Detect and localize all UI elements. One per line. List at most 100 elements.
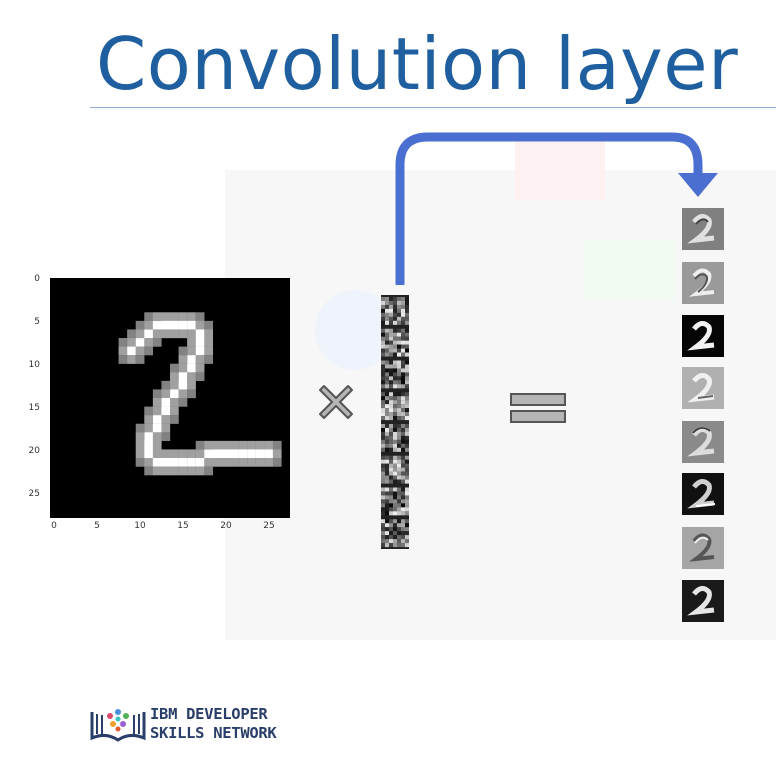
kernel-pixel <box>381 479 386 484</box>
kernel-pixel <box>401 408 406 413</box>
kernel-pixel <box>393 503 398 508</box>
kernel-pixel <box>393 507 398 512</box>
kernel-pixel <box>393 535 398 540</box>
kernel-pixel <box>389 423 394 429</box>
digit-pixel <box>187 312 196 322</box>
kernel-pixel <box>405 364 409 369</box>
kernel-pixel <box>393 487 398 492</box>
kernel-pixel <box>389 332 394 337</box>
kernel-pixel <box>401 447 406 452</box>
digit-pixel <box>204 346 214 356</box>
digit-pixel <box>187 466 196 476</box>
kernel-pixel <box>401 400 406 405</box>
digit-pixel <box>118 355 128 364</box>
kernel-pixel <box>401 300 406 306</box>
kernel-pixel <box>401 511 406 516</box>
kernel-pixel <box>405 539 409 544</box>
kernel-pixel <box>405 360 409 365</box>
kernel-pixel <box>389 487 394 492</box>
kernel-pixel <box>393 332 398 337</box>
kernel-pixel <box>389 316 394 321</box>
digit-pixel <box>127 346 136 356</box>
kernel-pixel <box>405 344 409 349</box>
kernel-pixel <box>393 364 398 369</box>
kernel-pixel <box>401 352 406 357</box>
kernel-pixel <box>397 431 402 436</box>
digit-pixel <box>127 355 136 364</box>
kernel-pixel <box>381 340 386 345</box>
kernel-pixel <box>389 459 394 464</box>
digit-pixel <box>178 329 188 339</box>
kernel-pixel <box>397 519 402 524</box>
kernel-pixel <box>381 495 386 500</box>
kernel-pixel <box>389 372 394 377</box>
kernel-pixel <box>389 427 394 433</box>
kernel-pixel <box>401 340 406 345</box>
kernel-pixel <box>397 539 402 544</box>
digit-pixel <box>178 466 188 476</box>
kernel-pixel <box>401 308 406 313</box>
kernel-pixel <box>397 336 402 341</box>
kernel-pixel <box>405 316 409 321</box>
digit-pixel <box>195 329 205 339</box>
kernel-pixel <box>381 304 386 309</box>
kernel-pixel <box>405 503 409 508</box>
kernel-pixel <box>389 479 394 484</box>
digit-pixel <box>187 449 196 459</box>
kernel-pixel <box>381 503 386 508</box>
kernel-pixel <box>385 316 390 321</box>
digit-pixel <box>204 338 214 347</box>
kernel-pixel <box>393 416 398 421</box>
kernel-pixel <box>397 543 402 548</box>
kernel-pixel <box>385 336 390 341</box>
kernel-pixel <box>397 455 402 460</box>
kernel-pixel <box>381 372 386 377</box>
digit-pixel <box>170 320 179 330</box>
digit-pixel <box>178 355 188 364</box>
y-tick-label: 5 <box>34 317 40 327</box>
kernel-pixel <box>385 523 390 528</box>
digit-pixel <box>195 338 205 347</box>
digit-pixel <box>161 458 171 467</box>
kernel-pixel <box>397 348 402 353</box>
kernel-pixel <box>381 423 386 429</box>
kernel-pixel <box>389 360 394 365</box>
feature-map <box>682 473 724 515</box>
digit-pixel <box>195 346 205 356</box>
kernel-pixel <box>401 368 406 373</box>
kernel-pixel <box>385 443 390 448</box>
kernel-pixel <box>389 455 394 460</box>
kernel-pixel <box>389 376 394 381</box>
digit-pixel <box>187 346 196 356</box>
kernel-pixel <box>393 423 398 429</box>
kernel-pixel <box>405 412 409 417</box>
kernel-pixel <box>397 316 402 321</box>
equals-icon <box>510 393 566 423</box>
kernel-pixel <box>393 427 398 433</box>
kernel-pixel <box>385 404 390 409</box>
kernel-pixel <box>389 491 394 496</box>
kernel-pixel <box>397 443 402 448</box>
kernel-pixel <box>401 431 406 436</box>
kernel-pixel <box>397 427 402 433</box>
kernel-pixel <box>401 412 406 417</box>
kernel-pixel <box>385 340 390 345</box>
multiply-icon <box>319 385 353 419</box>
kernel-pixel <box>401 503 406 508</box>
x-tick-label: 25 <box>263 521 275 531</box>
kernel-pixel <box>401 539 406 544</box>
digit-pixel <box>135 432 145 442</box>
kernel-pixel <box>397 527 402 532</box>
kernel-pixel <box>389 348 394 353</box>
kernel-filters-strip <box>381 295 409 549</box>
kernel-pixel <box>401 396 406 401</box>
digit-pixel <box>161 466 171 476</box>
kernel-pixel <box>393 459 398 464</box>
kernel-pixel <box>381 416 386 421</box>
digit-pixel <box>230 440 239 450</box>
kernel-pixel <box>393 396 398 401</box>
kernel-pixel <box>389 320 394 325</box>
kernel-pixel <box>393 300 398 306</box>
kernel-pixel <box>381 320 386 325</box>
kernel-pixel <box>381 368 386 373</box>
